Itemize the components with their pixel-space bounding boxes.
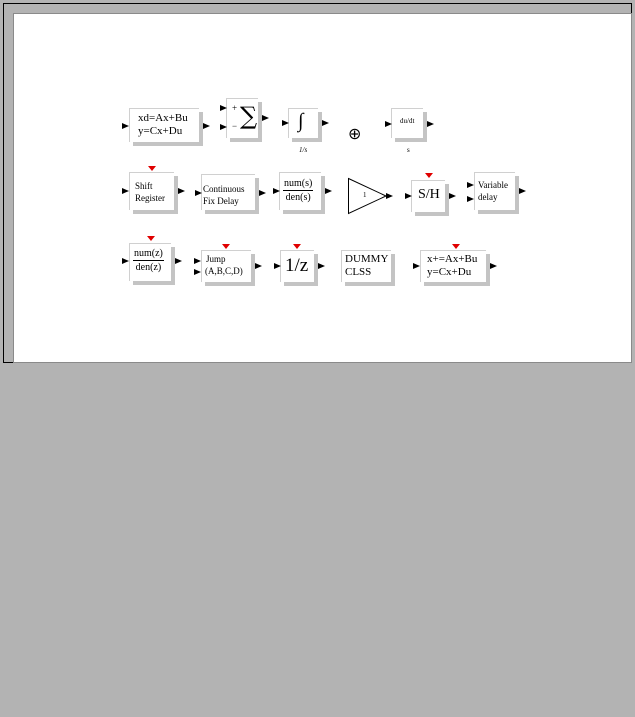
fix-delay-line2: Fix Delay <box>203 196 239 206</box>
dummy-line2: CLSS <box>345 266 372 278</box>
event-input-port <box>452 244 460 249</box>
derivative-block[interactable]: du/dt <box>385 108 434 138</box>
empty-workspace <box>0 363 635 717</box>
transfer-fraction: num(z) den(z) <box>133 248 164 273</box>
variable-delay-block[interactable]: Variable delay <box>467 172 526 210</box>
input-port-1 <box>194 258 201 264</box>
output-port <box>322 120 329 126</box>
gain-value: 1 <box>363 191 367 199</box>
dummy-line1: DUMMY <box>345 253 389 265</box>
derivative-label: du/dt <box>400 117 415 125</box>
input-port <box>282 120 289 126</box>
event-input-port <box>425 173 433 178</box>
output-port <box>203 123 210 129</box>
output-port <box>262 115 269 121</box>
output-port <box>175 258 182 264</box>
integral-caption: 1/s <box>299 146 308 154</box>
derivative-caption: s <box>407 146 410 154</box>
palette-window: xd=Ax+Bu y=Cx+Du + − ∑ ∫ 1/s ⊕ d <box>3 3 632 363</box>
output-port <box>318 263 325 269</box>
transfer-fraction: num(s) den(s) <box>283 178 314 203</box>
clss-block[interactable]: xd=Ax+Bu y=Cx+Du <box>122 108 210 142</box>
fix-delay-block[interactable]: Continuous Fix Delay <box>195 174 266 210</box>
shift-register-line2: Register <box>135 193 165 203</box>
output-port <box>255 263 262 269</box>
gain-block[interactable]: 1 <box>348 177 393 215</box>
input-port-plus <box>220 105 227 111</box>
input-port <box>195 190 202 196</box>
jump-block[interactable]: Jump (A,B,C,D) <box>194 250 262 282</box>
numerator: num(z) <box>133 248 164 261</box>
output-port <box>519 188 526 194</box>
dlss-block[interactable]: x+=Ax+Bu y=Cx+Du <box>413 250 497 282</box>
output-port <box>490 263 497 269</box>
plus-sign: + <box>232 103 238 113</box>
input-port <box>273 188 280 194</box>
shift-register-block[interactable]: Shift Register <box>122 172 185 210</box>
variable-delay-line1: Variable <box>478 180 508 190</box>
gain-triangle-icon <box>348 177 388 215</box>
output-port <box>178 188 185 194</box>
denominator: den(z) <box>135 262 162 273</box>
integral-block[interactable]: ∫ <box>282 108 329 138</box>
sigma-icon: ∑ <box>240 102 258 130</box>
clss-line1: xd=Ax+Bu <box>138 112 188 124</box>
output-port <box>427 121 434 127</box>
sum-circle-icon[interactable]: ⊕ <box>348 124 362 143</box>
event-input-port <box>148 166 156 171</box>
input-port <box>122 123 129 129</box>
fix-delay-line1: Continuous <box>203 184 245 194</box>
sample-hold-label: S/H <box>418 187 440 202</box>
event-input-port <box>147 236 155 241</box>
input-port <box>122 188 129 194</box>
discrete-transfer-function-block[interactable]: num(z) den(z) <box>122 243 182 281</box>
output-port <box>325 188 332 194</box>
jump-line2: (A,B,C,D) <box>205 266 243 276</box>
palette-canvas: xd=Ax+Bu y=Cx+Du + − ∑ ∫ 1/s ⊕ d <box>13 13 632 363</box>
integral-icon: ∫ <box>298 110 304 132</box>
input-port <box>413 263 420 269</box>
continuous-transfer-function-block[interactable]: num(s) den(s) <box>273 172 332 210</box>
input-port-1 <box>467 182 474 188</box>
summation-block[interactable]: + − ∑ <box>220 98 269 138</box>
input-port-2 <box>467 196 474 202</box>
output-port <box>386 193 393 199</box>
shift-register-line1: Shift <box>135 181 153 191</box>
clss-line2: y=Cx+Du <box>138 125 183 137</box>
minus-sign: − <box>232 121 238 131</box>
output-port <box>449 193 456 199</box>
input-port <box>385 121 392 127</box>
numerator: num(s) <box>283 178 314 191</box>
dlss-line2: y=Cx+Du <box>427 266 472 278</box>
input-port <box>122 258 129 264</box>
event-input-port <box>222 244 230 249</box>
input-port-2 <box>194 269 201 275</box>
input-port-minus <box>220 124 227 130</box>
denominator: den(s) <box>285 192 311 203</box>
dlss-line1: x+=Ax+Bu <box>427 253 478 265</box>
unit-delay-label: 1/z <box>285 255 309 276</box>
output-port <box>259 190 266 196</box>
input-port <box>274 263 281 269</box>
dummy-clss-block[interactable]: DUMMY CLSS <box>341 250 391 282</box>
input-port <box>405 193 412 199</box>
variable-delay-line2: delay <box>478 192 498 202</box>
unit-delay-block[interactable]: 1/z <box>274 250 325 282</box>
jump-line1: Jump <box>206 254 226 264</box>
sample-hold-block[interactable]: S/H <box>405 180 456 212</box>
event-input-port <box>293 244 301 249</box>
